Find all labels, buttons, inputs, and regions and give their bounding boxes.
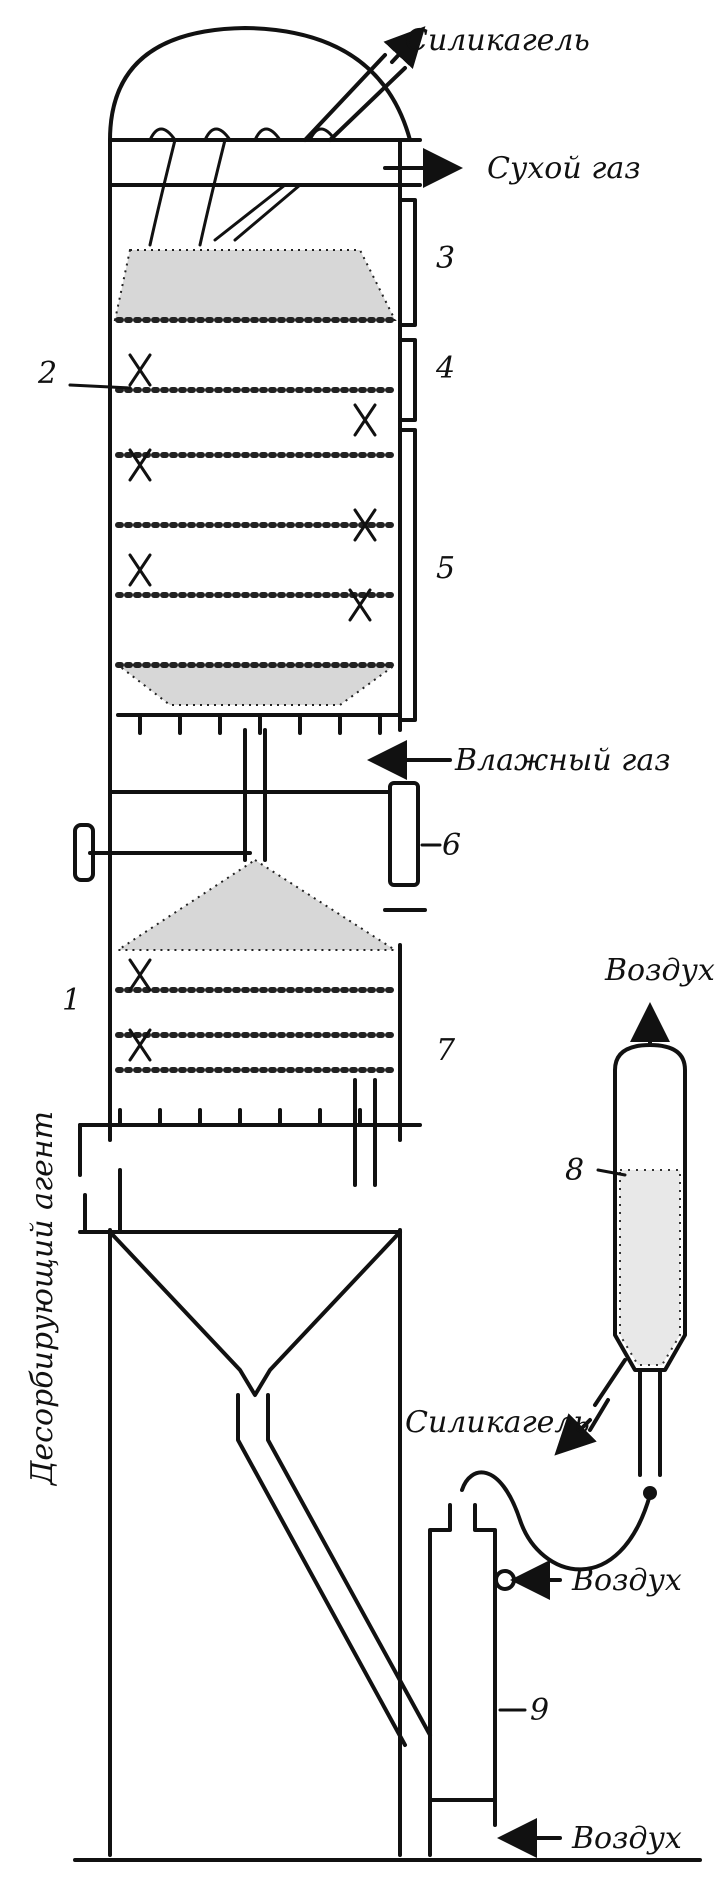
number-1: 1 (62, 983, 81, 1018)
valve-handle (73, 823, 95, 882)
column-8-discharge (588, 1358, 627, 1432)
lower-overflow-left-2 (128, 1028, 152, 1062)
lower-cone-pile (114, 858, 399, 951)
tray-overflow-left-3 (128, 553, 152, 587)
lower-outlet-grid (78, 1108, 422, 1127)
desorbing-inlet-stub (78, 1123, 122, 1232)
label-air-bottom: Воздух (571, 1821, 682, 1856)
tray-overflow-right-2 (353, 508, 377, 542)
air-lift-hose (460, 1470, 652, 1572)
column-8-shell (613, 1043, 687, 1372)
leader-2 (68, 383, 132, 390)
label-air-top: Воздух (604, 953, 715, 988)
side-section-5 (398, 428, 417, 722)
silica-gel-inlet-arrow (383, 26, 426, 70)
vessel-9-air-nozzle (494, 1569, 516, 1591)
side-section-4 (398, 338, 417, 422)
label-dry-gas: Сухой газ (487, 151, 641, 186)
top-cone-pile (113, 249, 397, 321)
number-3: 3 (436, 241, 455, 276)
leader-8 (596, 1168, 627, 1177)
bottom-cone-upper (115, 664, 399, 706)
lower-overflow-left-1 (128, 958, 152, 992)
top-dome (108, 26, 412, 142)
hopper-cone (108, 1230, 402, 1397)
silica-gel-inlet-pipe (303, 53, 407, 142)
column-8-lift-pipe (638, 1368, 662, 1477)
tray-overflow-left-1 (128, 353, 152, 387)
column-8-fill (619, 1169, 681, 1366)
seal-section-6 (388, 781, 420, 887)
label-desorbing-agent: Десорбирующий агент (25, 1111, 60, 1487)
feed-chute (213, 183, 302, 242)
label-silica-gel-top: Силикагель (405, 23, 590, 58)
label-silica-gel-mid: Силикагель (405, 1405, 590, 1440)
tray-overflow-left-2 (128, 448, 152, 482)
number-5: 5 (436, 551, 455, 586)
label-air-mid: Воздух (571, 1563, 682, 1598)
center-downcomer (243, 728, 267, 862)
label-wet-gas: Влажный газ (454, 743, 671, 778)
internal-tubes (148, 138, 227, 247)
number-4: 4 (435, 351, 455, 386)
lower-side-pipe (353, 1078, 377, 1187)
top-caps (148, 127, 337, 142)
number-7: 7 (436, 1033, 456, 1068)
number-6: 6 (442, 828, 461, 863)
side-section-3 (398, 198, 417, 327)
transfer-pipe (236, 1393, 432, 1747)
number-9: 9 (530, 1693, 549, 1728)
tray-overflow-right-3 (348, 588, 372, 622)
tray-overflow-right-1 (353, 403, 377, 437)
upper-outlet-grid (116, 713, 402, 735)
number-2: 2 (37, 356, 57, 391)
silica-gel-out-arrow (554, 1413, 597, 1456)
number-8: 8 (565, 1153, 584, 1188)
vessel-9-bottom-stub (428, 1798, 497, 1857)
vessel-9-shell (428, 1503, 497, 1802)
